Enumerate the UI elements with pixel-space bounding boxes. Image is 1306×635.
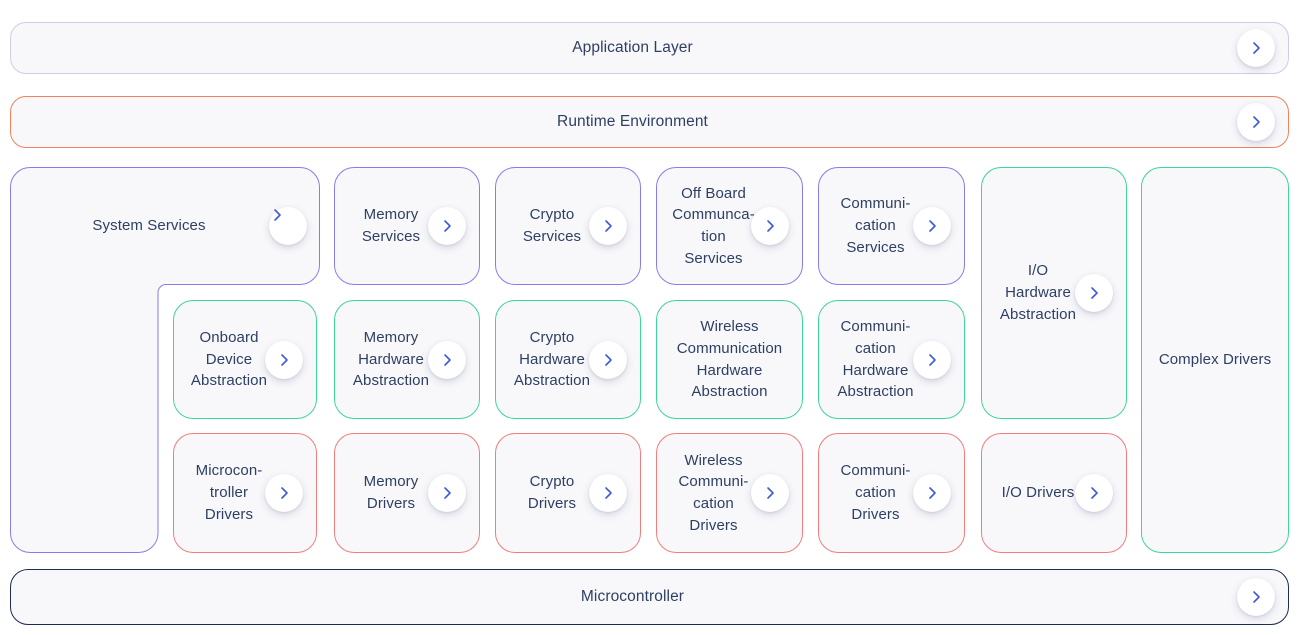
box-label: System Services <box>92 217 206 235</box>
system-services-outline <box>10 167 320 553</box>
chevron-right-icon[interactable] <box>1237 578 1275 616</box>
box-io-drivers[interactable]: I/O Drivers <box>981 433 1127 553</box>
chevron-right-icon[interactable] <box>1075 274 1113 312</box>
box-communication-hardware-abstraction[interactable]: Communi- cation Hardware Abstraction <box>818 300 965 419</box>
layer-application-label: Application Layer <box>572 38 693 56</box>
chevron-right-icon[interactable] <box>1237 103 1275 141</box>
layer-runtime-label: Runtime Environment <box>557 112 708 130</box>
box-memory-services[interactable]: Memory Services <box>334 167 480 285</box>
box-memory-hardware-abstraction[interactable]: Memory Hardware Abstraction <box>334 300 480 419</box>
box-label: I/O Drivers <box>1001 484 1075 502</box>
chevron-right-icon[interactable] <box>1237 29 1275 67</box>
box-label: Memory Hardware Abstraction <box>352 328 430 390</box>
box-complex-drivers: Complex Drivers <box>1141 167 1289 553</box>
box-label: I/O Hardware Abstraction <box>999 262 1077 323</box>
chevron-right-icon[interactable] <box>428 474 466 512</box>
chevron-right-icon[interactable] <box>589 207 627 245</box>
box-microcontroller-drivers[interactable]: Microcon- troller Drivers <box>173 433 317 553</box>
box-label: Communi- cation Hardware Abstraction <box>837 318 914 401</box>
box-label: Communi- cation Services <box>840 195 911 256</box>
layer-runtime-environment[interactable]: Runtime Environment <box>10 96 1289 148</box>
chevron-right-icon[interactable] <box>428 340 466 379</box>
box-wireless-communication-hardware-abstraction: Wireless Communication Hardware Abstract… <box>656 300 803 419</box>
chevron-right-icon[interactable] <box>265 474 303 512</box>
box-crypto-drivers[interactable]: Crypto Drivers <box>495 433 641 553</box>
box-communication-drivers[interactable]: Communi- cation Drivers <box>818 433 965 553</box>
box-label: Memory Drivers <box>363 473 419 512</box>
chevron-right-icon[interactable] <box>269 207 307 245</box>
box-label: Complex Drivers <box>1158 351 1272 369</box>
box-label: Crypto Drivers <box>527 473 577 512</box>
box-crypto-services[interactable]: Crypto Services <box>495 167 641 285</box>
box-io-hardware-abstraction[interactable]: I/O Hardware Abstraction <box>981 167 1127 419</box>
box-label: Onboard Device Abstraction <box>190 328 268 390</box>
chevron-right-icon[interactable] <box>1075 474 1113 512</box>
box-system-services[interactable]: System Services <box>10 167 320 553</box>
chevron-right-icon[interactable] <box>913 474 951 512</box>
chevron-right-icon[interactable] <box>913 340 951 379</box>
chevron-right-icon[interactable] <box>265 340 303 379</box>
box-label: Microcon- troller Drivers <box>195 462 263 523</box>
box-label: Crypto Services <box>522 206 582 245</box>
chevron-right-icon[interactable] <box>589 474 627 512</box>
chevron-right-icon[interactable] <box>428 207 466 245</box>
box-offboard-communication-services[interactable]: Off Board Communca- tion Services <box>656 167 803 285</box>
layer-microcontroller[interactable]: Microcontroller <box>10 569 1289 625</box>
box-label: Memory Services <box>361 206 421 245</box>
box-label: Wireless Communi- cation Drivers <box>678 451 749 534</box>
box-memory-drivers[interactable]: Memory Drivers <box>334 433 480 553</box>
box-onboard-device-abstraction[interactable]: Onboard Device Abstraction <box>173 300 317 419</box>
chevron-right-icon[interactable] <box>751 474 789 512</box>
box-label: Crypto Hardware Abstraction <box>513 328 591 390</box>
box-communication-services[interactable]: Communi- cation Services <box>818 167 965 285</box>
box-wireless-communication-drivers[interactable]: Wireless Communi- cation Drivers <box>656 433 803 553</box>
chevron-right-icon[interactable] <box>589 340 627 379</box>
box-label: Communi- cation Drivers <box>840 462 911 523</box>
chevron-right-icon[interactable] <box>751 207 789 245</box>
layer-application[interactable]: Application Layer <box>10 22 1289 74</box>
box-label: Wireless Communication Hardware Abstract… <box>676 318 783 401</box>
chevron-right-icon[interactable] <box>913 207 951 245</box>
box-crypto-hardware-abstraction[interactable]: Crypto Hardware Abstraction <box>495 300 641 419</box>
box-label: Off Board Communca- tion Services <box>672 184 755 267</box>
layer-microcontroller-label: Microcontroller <box>580 587 685 605</box>
